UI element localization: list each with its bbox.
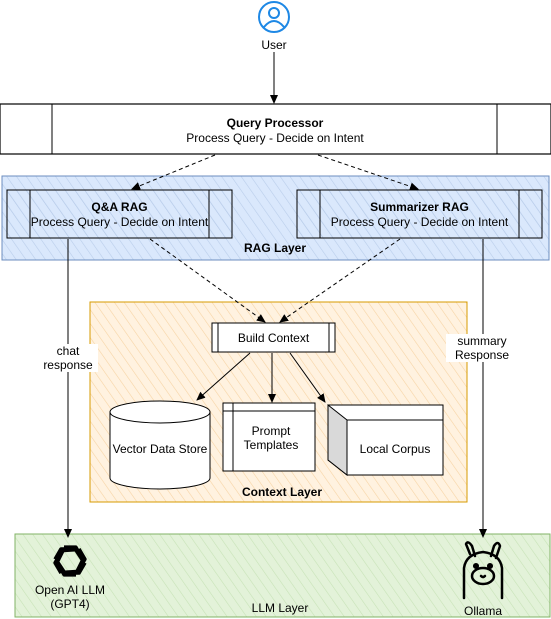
openai-logo-icon <box>53 545 87 577</box>
llm-layer-region <box>14 533 551 618</box>
local-corpus-label: Local Corpus <box>359 442 431 456</box>
vector-data-store-label: Vector Data Store <box>112 442 208 456</box>
openai-label: Open AI LLM (GPT4) <box>34 583 106 611</box>
qa-rag-title: Q&A RAG <box>91 200 148 214</box>
summary-response-label: summary Response <box>446 334 518 362</box>
chat-response-label: chat response <box>38 344 98 372</box>
edge-qa-to-build <box>149 238 266 323</box>
edge-build-to-vector <box>196 352 251 401</box>
ollama-llama-icon <box>462 541 504 600</box>
user-label: User <box>244 38 304 52</box>
summarizer-rag-title: Summarizer RAG <box>370 200 469 214</box>
query-processor-subtitle: Process Query - Decide on Intent <box>186 131 364 145</box>
edges <box>64 52 487 538</box>
prompt-templates-box <box>222 402 316 472</box>
local-corpus-cube <box>327 403 444 477</box>
llm-layer-label: LLM Layer <box>251 601 309 615</box>
ollama-label: Ollama <box>463 604 502 618</box>
edge-summarizer-to-build <box>279 238 401 323</box>
build-context-label: Build Context <box>237 331 310 345</box>
query-processor-title: Query Processor <box>226 116 324 130</box>
prompt-templates-label: Prompt Templates <box>243 424 299 452</box>
context-layer-label: Context Layer <box>241 485 323 499</box>
query-processor-box <box>0 103 551 155</box>
edge-query-to-summarizer <box>317 154 419 191</box>
user-icon <box>258 1 290 33</box>
build-context-box <box>211 322 336 353</box>
qa-rag-subtitle: Process Query - Decide on Intent <box>30 215 209 229</box>
vector-data-store-cylinder <box>109 400 211 490</box>
edge-query-to-qa <box>131 154 216 190</box>
summarizer-rag-subtitle: Process Query - Decide on Intent <box>330 215 509 229</box>
edge-build-to-corpus <box>289 352 326 403</box>
rag-layer-label: RAG Layer <box>243 241 307 255</box>
summarizer-rag-box <box>296 189 543 239</box>
qa-rag-box <box>6 189 233 239</box>
